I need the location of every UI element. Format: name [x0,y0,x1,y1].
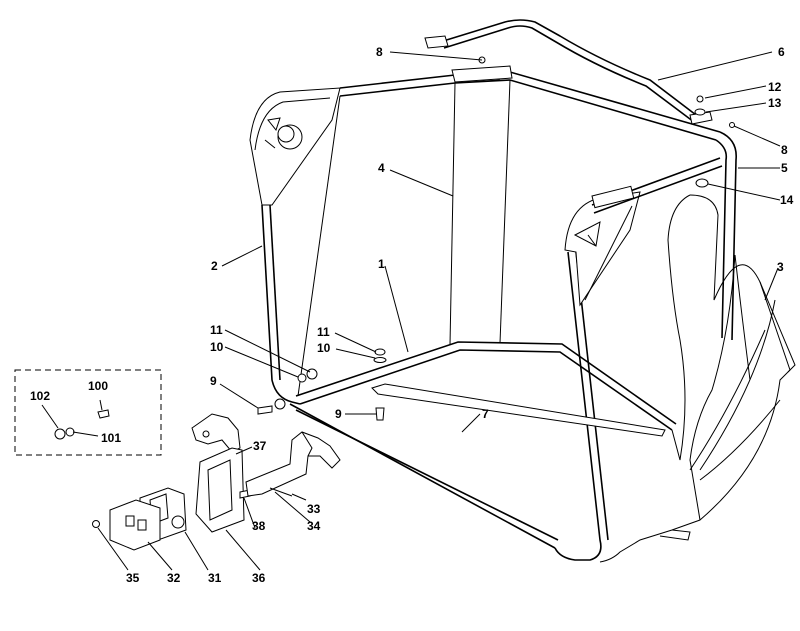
label-3: 3 [777,260,784,274]
label-13: 13 [768,96,782,110]
label-35: 35 [126,571,140,585]
nut-11-icon [374,348,386,356]
label-36: 36 [252,571,266,585]
label-11a: 11 [210,323,223,337]
label-4: 4 [378,161,385,175]
washer-13-icon [694,108,706,116]
label-100: 100 [88,379,108,393]
grass-catcher-frame [261,71,737,561]
label-31: 31 [208,571,222,585]
label-8: 8 [376,45,383,59]
bolt-9-icon [257,405,273,415]
nut-11-icon [306,368,318,380]
bottom-strap [371,383,666,437]
label-38: 38 [252,519,266,533]
label-32: 32 [167,571,181,585]
screw-8-icon [729,122,735,128]
label-101: 101 [101,431,121,445]
label-9b: 9 [335,407,342,421]
screw-35-icon [92,520,100,528]
plate-36 [195,447,245,533]
catcher-back-panel [297,79,511,397]
label-9a: 9 [210,374,217,388]
carry-handle [424,19,713,125]
washer-10-icon [297,373,307,383]
label-6: 6 [778,45,785,59]
label-34: 34 [307,519,321,533]
top-bracket [451,65,513,83]
part-labels: 8 6 12 13 8 5 14 3 4 1 2 11 10 11 10 9 9… [30,45,794,585]
label-14: 14 [780,193,794,207]
label-37: 37 [253,439,267,453]
nut-102-icon [54,428,66,440]
right-side-plate [564,157,723,307]
leader-lines [41,51,781,571]
washer-10-icon [373,357,387,363]
lever-33 [245,431,341,497]
label-33: 33 [307,502,321,516]
bolt-12-icon [696,95,704,103]
bolt-100-icon [97,409,110,419]
spring-34 [269,487,293,497]
washer-101-icon [65,427,75,437]
label-10a: 10 [210,340,224,354]
label-11b: 11 [317,325,330,339]
spacer-14-icon [695,178,709,188]
label-12: 12 [768,80,782,94]
label-8b: 8 [781,143,788,157]
bracket-37 [191,413,241,453]
label-10b: 10 [317,341,331,355]
bolt-9-icon [375,407,385,421]
label-102: 102 [30,389,50,403]
grass-bag [599,194,796,563]
label-2: 2 [211,259,218,273]
cover-32 [109,499,161,551]
triangle-mark-icon [267,117,281,132]
label-5: 5 [781,161,788,175]
optional-kit-box [14,369,162,456]
latch-assembly [92,413,341,551]
label-1: 1 [378,257,385,271]
left-side-plate [249,87,341,206]
triangle-mark-icon [573,221,601,247]
label-7: 7 [482,407,489,421]
